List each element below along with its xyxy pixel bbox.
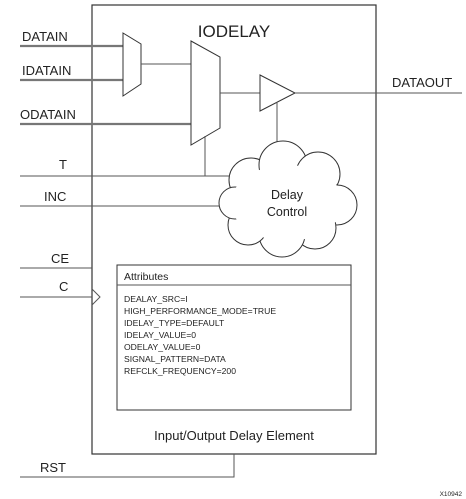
- input-mux-small: [122, 32, 142, 97]
- output-mux-large: [190, 40, 221, 146]
- attribute-line: SIGNAL_PATTERN=DATA: [124, 354, 226, 364]
- pin-label-datain: DATAIN: [22, 29, 68, 44]
- attributes-heading: Attributes: [124, 271, 168, 283]
- delay-control-label-2: Control: [267, 205, 307, 219]
- delay-control-label-1: Delay: [271, 188, 304, 202]
- pin-label-ce: CE: [51, 251, 69, 266]
- attribute-line: IDELAY_VALUE=0: [124, 330, 196, 340]
- pin-label-inc: INC: [44, 189, 66, 204]
- attributes-box: [116, 264, 352, 411]
- figure-id: X10942: [440, 491, 463, 498]
- attribute-line: IDELAY_TYPE=DEFAULT: [124, 318, 225, 328]
- clock-input-triangle: [91, 288, 101, 306]
- attribute-line: ODELAY_VALUE=0: [124, 342, 201, 352]
- pin-label-t: T: [59, 157, 67, 172]
- pin-label-rst: RST: [40, 460, 66, 475]
- block-caption: Input/Output Delay Element: [154, 428, 314, 443]
- delay-control-cloud: [218, 140, 358, 258]
- pin-label-idatain: IDATAIN: [22, 63, 71, 78]
- pin-label-dataout: DATAOUT: [392, 75, 452, 90]
- pin-label-c: C: [59, 279, 68, 294]
- attribute-line: REFCLK_FREQUENCY=200: [124, 366, 236, 376]
- attribute-line: DEALAY_SRC=I: [124, 294, 188, 304]
- pin-label-odatain: ODATAIN: [20, 107, 76, 122]
- wire-rst: [20, 454, 235, 478]
- block-title: IODELAY: [198, 22, 270, 41]
- attribute-line: HIGH_PERFORMANCE_MODE=TRUE: [124, 306, 276, 316]
